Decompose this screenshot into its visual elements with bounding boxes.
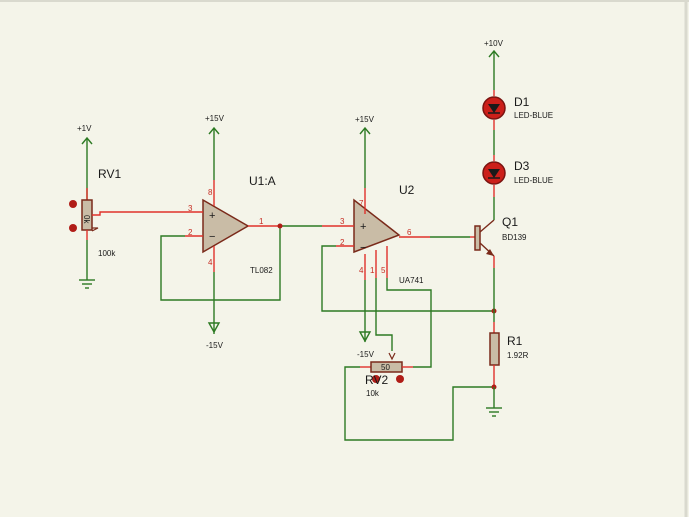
r1-resistor[interactable]	[489, 322, 500, 387]
r1-body	[489, 332, 500, 366]
vcc-15v-arrow-u2	[359, 126, 371, 135]
u1a-pin8-num: 8	[208, 188, 213, 197]
vee-15v-arrow-u2	[358, 331, 372, 343]
u2-feedback-wire	[321, 245, 494, 312]
q1-emitter-arrow	[486, 249, 494, 256]
rv2-wiper-arrow	[388, 352, 396, 361]
d1-value-label: LED-BLUE	[514, 111, 553, 120]
u1a-pin4-num: 4	[208, 258, 213, 267]
u2-vee-label: -15V	[357, 350, 375, 359]
u2-offset-wire-5	[386, 278, 432, 368]
d3-value-label: LED-BLUE	[514, 176, 553, 185]
u2-minus-sign: −	[360, 242, 366, 254]
rv2-ref-label: RV2	[365, 373, 388, 387]
u1a-triangle	[202, 198, 250, 254]
rv1-value-label: 100k	[98, 249, 116, 258]
rv2-potentiometer[interactable]: 50	[360, 352, 413, 383]
rv2-increment-dot[interactable]	[396, 375, 404, 383]
rv1-wiper-arrow	[91, 227, 99, 232]
rv1-wiper-wire	[92, 211, 185, 216]
rv1-potentiometer[interactable]: 0k	[69, 136, 185, 289]
u2-pin4-num: 4	[359, 266, 364, 275]
rv1-ref-label: RV1	[98, 167, 121, 181]
r1-ref-label: R1	[507, 334, 523, 348]
d1-ref-label: D1	[514, 95, 530, 109]
u2-pin3-num: 3	[340, 217, 345, 226]
q1-base-bar	[474, 225, 481, 251]
r1-value-label: 1.92R	[507, 351, 529, 360]
vcc-10v-label: +10V	[484, 39, 504, 48]
rv2-body-text: 50	[381, 363, 390, 372]
d1-diode-icon	[488, 104, 500, 113]
rv2-value-label: 10k	[366, 389, 380, 398]
vee-15v-arrow-u1	[207, 322, 221, 334]
u2-pin6-num: 6	[407, 228, 412, 237]
rv2-decrement-dot[interactable]	[372, 375, 380, 383]
vcc-1v-label: +1V	[77, 124, 92, 133]
u1a-output-junction	[277, 223, 283, 229]
q1-value-label: BD139	[502, 233, 527, 242]
u2-offset-wire-1	[375, 278, 393, 351]
u1a-pin2-num: 2	[188, 228, 193, 237]
u2-plus-sign: +	[360, 221, 366, 233]
vcc-15v-arrow-u1	[208, 126, 220, 135]
vcc-10v-arrow	[488, 49, 500, 58]
u1a-ref-label: U1:A	[249, 174, 276, 188]
q1-collector-leg	[479, 219, 495, 233]
d3-ref-label: D3	[514, 159, 530, 173]
u2-vcc-label: +15V	[355, 115, 375, 124]
u2-pin5-num: 5	[381, 266, 386, 275]
rv1-decrement-dot[interactable]	[69, 224, 77, 232]
u2-pin1-num: 1	[370, 266, 375, 275]
q1-transistor[interactable]	[470, 219, 495, 257]
u2-pin7-num: 7	[359, 199, 364, 208]
u2-ref-label: U2	[399, 183, 415, 197]
d3-led[interactable]	[482, 155, 506, 197]
u1a-pin1-num: 1	[259, 217, 264, 226]
u1a-value-label: TL082	[250, 266, 273, 275]
d1-led[interactable]	[482, 90, 506, 130]
u2-pin2-num: 2	[340, 238, 345, 247]
u1a-plus-sign: +	[209, 210, 215, 222]
u2-value-label: UA741	[399, 276, 424, 285]
rv1-body-text: 0k	[82, 215, 91, 224]
u1a-feedback-wire	[160, 226, 281, 301]
rv2-to-ground-wire	[344, 366, 494, 441]
vcc-1v-arrow	[81, 136, 93, 145]
u1-vcc-label: +15V	[205, 114, 225, 123]
q1-ref-label: Q1	[502, 215, 518, 229]
d3-diode-icon	[488, 169, 500, 178]
u2-opamp[interactable]: + −	[322, 188, 430, 280]
u1a-minus-sign: −	[209, 231, 215, 243]
u1-vee-label: -15V	[206, 341, 224, 350]
u1a-pin3-num: 3	[188, 204, 193, 213]
u1a-opamp[interactable]: + −	[185, 180, 280, 272]
rv1-increment-dot[interactable]	[69, 200, 77, 208]
